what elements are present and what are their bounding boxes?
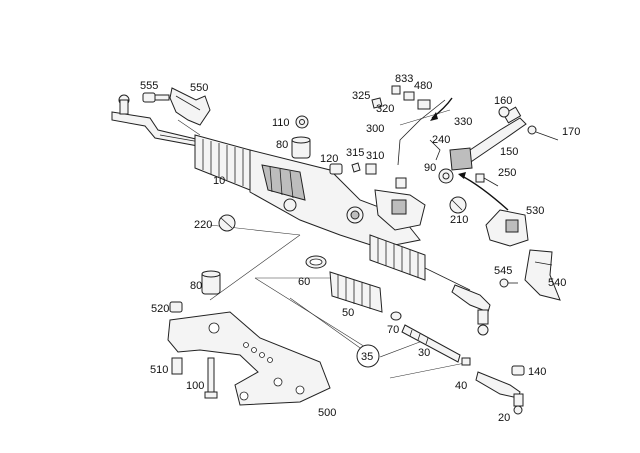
steering-shaft-150 [449,106,527,171]
bolt-555 [142,92,170,103]
label-555: 555 [140,80,158,92]
label-10: 10 [213,175,225,187]
label-315: 315 [346,147,364,159]
subframe-500 [167,311,331,406]
label-60: 60 [298,276,310,288]
label-170: 170 [562,126,580,138]
nut-120 [329,163,343,175]
wrench-icon-210 [449,196,467,214]
label-250: 250 [498,167,516,179]
label-240: 240 [432,134,450,146]
label-80-upper: 80 [276,139,288,151]
label-210: 210 [450,214,468,226]
label-310: 310 [366,150,384,162]
nut-140 [511,365,525,376]
nut-110 [295,115,309,129]
label-325: 325 [352,90,370,102]
wrench-icon-220 [218,214,236,232]
label-90: 90 [424,162,436,174]
label-40: 40 [455,380,467,392]
cover-540 [524,249,561,301]
mount-80-upper [291,136,311,159]
steering-rack-housing [194,134,471,291]
label-20: 20 [498,412,510,424]
clamp-60 [305,255,327,269]
label-80-lower: 80 [190,280,202,292]
fittings-group [371,85,431,189]
nut-40 [461,357,471,366]
bolt-545 [499,278,518,288]
label-530: 530 [526,205,544,217]
label-833: 833 [395,73,413,85]
label-540: 540 [548,277,566,289]
nut-160 [498,106,510,118]
bolt-250 [475,173,499,187]
clip-240 [429,139,441,161]
bracket-530 [485,209,529,247]
label-300: 300 [366,123,384,135]
clamp-70 [390,311,402,321]
nut-520 [169,301,183,313]
label-480: 480 [414,80,432,92]
label-500: 500 [318,407,336,419]
bolt-170 [527,125,559,141]
label-320: 320 [376,103,394,115]
label-30: 30 [418,347,430,359]
tie-rod-30 [401,324,461,363]
label-160: 160 [494,95,512,107]
label-110: 110 [272,117,290,129]
boot-50 [329,271,383,313]
label-550: 550 [190,82,208,94]
label-150: 150 [500,146,518,158]
label-330: 330 [454,116,472,128]
mount-80-lower [201,270,221,295]
fittings-315-310 [351,162,377,175]
label-120: 120 [320,153,338,165]
label-220: 220 [194,219,212,231]
bracket-550 [169,87,211,126]
callout-35 [356,344,380,368]
seal-90 [438,168,454,184]
bolt-100 [204,357,218,399]
label-35: 35 [361,351,373,363]
label-545: 545 [494,265,512,277]
right-tie-rod-end-on-rack [451,284,491,336]
leader-lines [177,109,471,379]
label-50: 50 [342,307,354,319]
label-100: 100 [186,380,204,392]
part-labels: 555 550 833 480 325 320 330 160 170 300 … [140,73,580,424]
tie-rod-end-20 [475,371,524,415]
label-510: 510 [150,364,168,376]
upper-left-tie-rod-end [111,94,201,147]
label-140: 140 [528,366,546,378]
label-520: 520 [151,303,169,315]
label-70: 70 [387,324,399,336]
bolt-510 [171,357,183,375]
hose-300 [397,99,446,166]
